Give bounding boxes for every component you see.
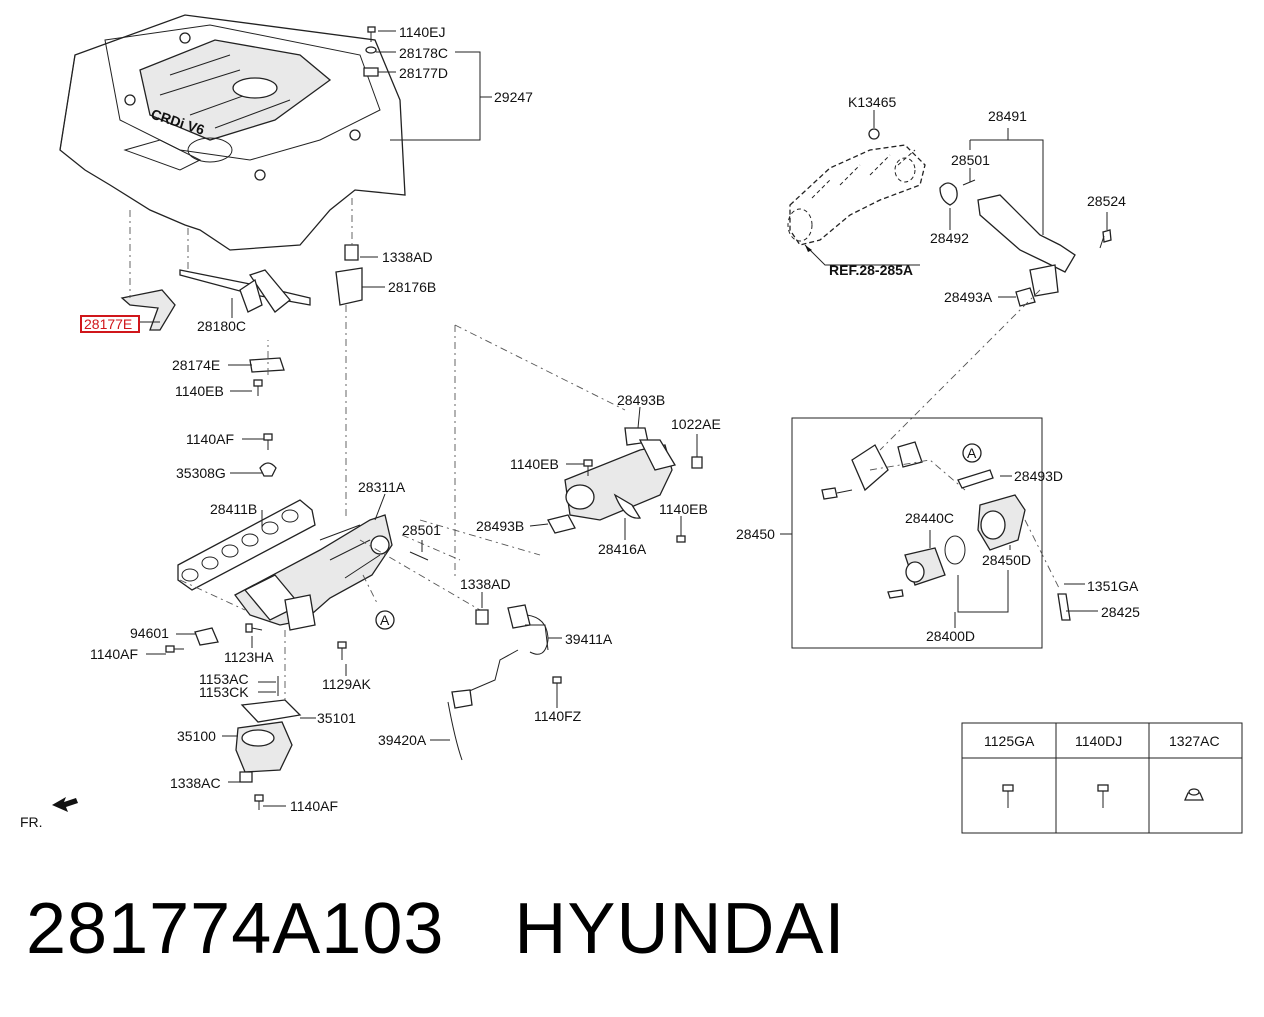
label-28524: 28524 xyxy=(1087,193,1126,209)
table-header-1327ac: 1327AC xyxy=(1169,733,1220,749)
label-front: FR. xyxy=(20,814,43,830)
label-1351ga: 1351GA xyxy=(1087,578,1139,594)
label-k13465: K13465 xyxy=(848,94,896,110)
label-28416a: 28416A xyxy=(598,541,647,557)
label-28176b: 28176B xyxy=(388,279,436,295)
bracket-28177e xyxy=(120,289,176,331)
parts-diagram: CRDi V6 xyxy=(20,14,1243,834)
label-28425: 28425 xyxy=(1101,604,1140,620)
throttle-body-35100 xyxy=(179,579,316,810)
label-94601: 94601 xyxy=(130,625,169,641)
label-28440c: 28440C xyxy=(905,510,954,526)
label-28177d: 28177D xyxy=(399,65,448,81)
label-1129ak: 1129AK xyxy=(322,676,371,692)
label-28450d: 28450D xyxy=(982,552,1031,568)
egr-cooler-28416a xyxy=(529,406,703,543)
bracket-28176b xyxy=(335,244,385,306)
label-1140af-left: 1140AF xyxy=(90,646,138,662)
label-28174e: 28174E xyxy=(172,357,220,373)
fastener-table xyxy=(961,722,1243,834)
label-1140af-top: 1140AF xyxy=(186,431,234,447)
label-circle-a-1: A xyxy=(380,612,390,628)
part-number: 281774A103 xyxy=(26,889,445,969)
sensor-39411a xyxy=(430,604,562,761)
highlight-box xyxy=(80,315,140,333)
label-28492: 28492 xyxy=(930,230,969,246)
label-1140eb-right: 1140EB xyxy=(659,501,708,517)
bolt-icon xyxy=(1002,784,1014,808)
bolt-icon xyxy=(1097,784,1109,808)
egr-valve-box xyxy=(780,417,1061,649)
intake-manifold-28311a xyxy=(234,493,393,631)
nut-icon xyxy=(1184,788,1204,801)
intake-gasket-28411b xyxy=(177,499,316,591)
label-35308g: 35308G xyxy=(176,465,226,481)
label-1140eb-left: 1140EB xyxy=(175,383,224,399)
label-28180c: 28180C xyxy=(197,318,246,334)
label-1022ae: 1022AE xyxy=(671,416,721,432)
label-35100: 35100 xyxy=(177,728,216,744)
bracket-28174e xyxy=(228,357,285,396)
label-28493a: 28493A xyxy=(944,289,993,305)
label-1338ad-mid: 1338AD xyxy=(460,576,511,592)
table-header-1125ga: 1125GA xyxy=(984,733,1035,749)
label-39420a: 39420A xyxy=(378,732,427,748)
label-1140eb-mid: 1140EB xyxy=(510,456,559,472)
label-28493b: 28493B xyxy=(617,392,665,408)
label-28400d: 28400D xyxy=(926,628,975,644)
part-caption: 281774A103 HYUNDAI xyxy=(26,888,845,970)
front-arrow xyxy=(52,797,78,812)
brand-name: HYUNDAI xyxy=(514,889,846,969)
label-28411b: 28411B xyxy=(210,501,257,517)
label-28493d: 28493D xyxy=(1014,468,1063,484)
cover-fasteners xyxy=(363,26,492,141)
label-1153ac: 1153AC xyxy=(199,671,249,687)
engine-cover: CRDi V6 xyxy=(59,14,406,251)
label-28493b-2: 28493B xyxy=(476,518,524,534)
label-28311a: 28311A xyxy=(358,479,406,495)
label-1140ej: 1140EJ xyxy=(399,24,445,40)
label-29247: 29247 xyxy=(494,89,533,105)
label-1140af-bottom: 1140AF xyxy=(290,798,338,814)
bracket-28180c xyxy=(179,269,311,318)
label-circle-a-2: A xyxy=(967,445,977,461)
small-parts-left xyxy=(146,433,489,696)
label-1338ad-top: 1338AD xyxy=(382,249,433,265)
label-1153ck: 1153CK xyxy=(199,684,249,700)
circle-a-markers xyxy=(362,443,982,630)
pin-28425 xyxy=(1057,583,1098,621)
part-labels: 1140EJ 28178C 28177D 29247 1338AD 28176B… xyxy=(20,24,1220,830)
label-1338ac: 1338AC xyxy=(170,775,221,791)
label-39411a: 39411A xyxy=(565,631,613,647)
label-28178c: 28178C xyxy=(399,45,448,61)
label-28177e-highlighted[interactable]: 28177E xyxy=(84,316,132,332)
label-ref: REF.28-285A xyxy=(829,262,913,278)
table-header-1140dj: 1140DJ xyxy=(1075,733,1122,749)
label-28450: 28450 xyxy=(736,526,775,542)
label-1140fz: 1140FZ xyxy=(534,708,582,724)
label-28491: 28491 xyxy=(988,108,1027,124)
label-1123ha: 1123HA xyxy=(224,649,274,665)
exhaust-manifold-ref xyxy=(787,110,1112,307)
label-35101: 35101 xyxy=(317,710,356,726)
label-28501-right: 28501 xyxy=(951,152,990,168)
label-28501-mid: 28501 xyxy=(402,522,441,538)
